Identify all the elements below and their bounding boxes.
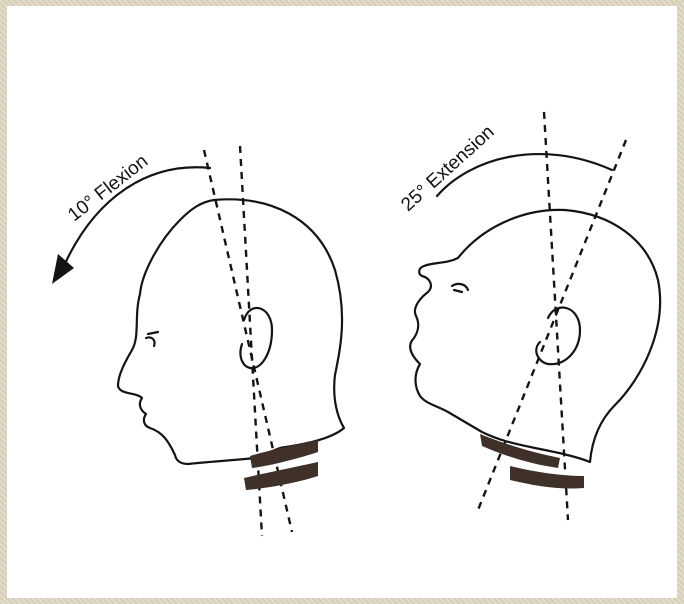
flexion-label: 10° Flexion xyxy=(64,151,152,226)
flexion-figure: 10° Flexion xyxy=(52,146,344,536)
extension-eye xyxy=(452,284,468,292)
extension-label: 25° Extension xyxy=(397,122,498,216)
flexion-collar-upper xyxy=(250,440,318,468)
flexion-ear xyxy=(240,308,272,368)
extension-head-outline xyxy=(410,210,660,462)
flexion-arrowhead-icon xyxy=(52,254,74,284)
extension-collar-lower xyxy=(510,466,584,489)
extension-tilted-axis xyxy=(478,140,626,510)
extension-figure: 25° Extension xyxy=(397,112,660,520)
flexion-eye xyxy=(146,332,158,346)
flexion-head-outline xyxy=(118,199,344,464)
